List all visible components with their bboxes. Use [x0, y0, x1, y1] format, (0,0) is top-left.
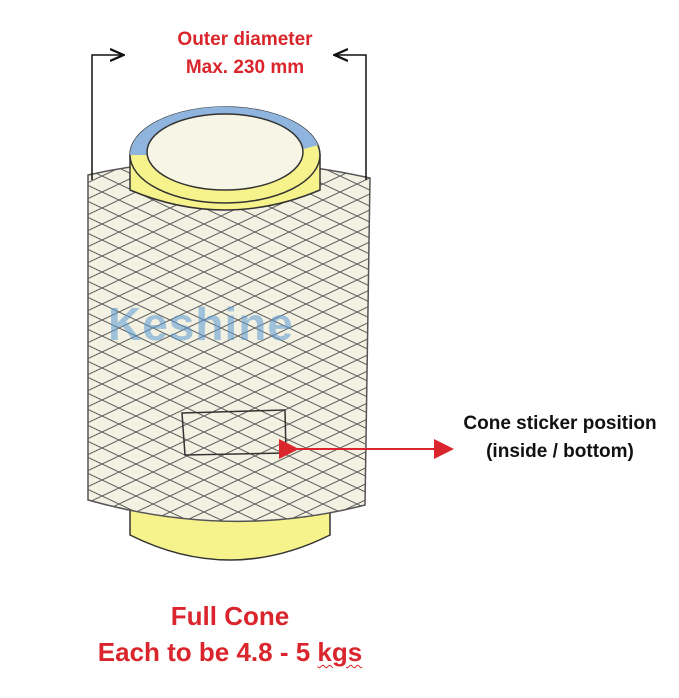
yarn-body — [87, 159, 371, 523]
watermark-text: Keshine — [108, 298, 294, 350]
weight-line: Each to be 4.8 - 5 kgs — [60, 634, 400, 670]
outer-diameter-title: Outer diameter — [177, 29, 313, 50]
diameter-bracket — [91, 55, 367, 180]
outer-diameter-value: Max. 230 mm — [185, 57, 305, 78]
sticker-position-label: Cone sticker position (inside / bottom) — [440, 410, 679, 466]
cone-weight-label: Full Cone Each to be 4.8 - 5 kgs — [60, 598, 400, 670]
outer-diameter-label: Outer diameter Max. 230 mm — [130, 26, 360, 82]
core-top — [129, 106, 321, 211]
sticker-position-note: (inside / bottom) — [486, 441, 634, 462]
full-cone-title: Full Cone — [170, 601, 290, 631]
sticker-position-title: Cone sticker position — [463, 413, 657, 434]
weight-unit: kgs — [317, 637, 363, 667]
weight-text: Each to be 4.8 - 5 — [97, 637, 318, 667]
